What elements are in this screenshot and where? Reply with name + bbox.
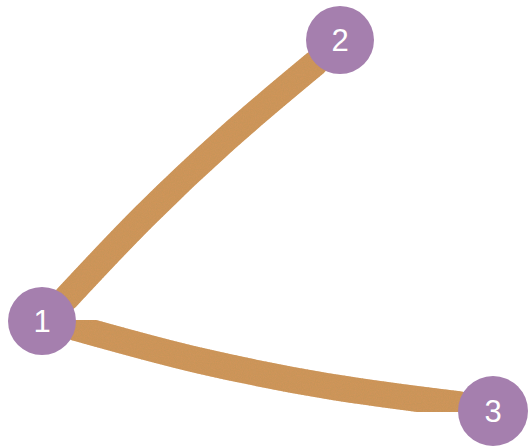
- circle-fill: [458, 376, 528, 446]
- callout-number: 3: [458, 376, 528, 446]
- callout-number: 2: [306, 6, 374, 74]
- callout-circle: 3: [458, 376, 528, 446]
- circle-fill: [8, 287, 76, 355]
- textured-stroke: [75, 328, 458, 404]
- callout-circle: 2: [306, 6, 374, 74]
- textured-stroke: [67, 63, 316, 297]
- callout-number: 1: [8, 287, 76, 355]
- callout-circle: 1: [8, 287, 76, 355]
- circle-fill: [306, 6, 374, 74]
